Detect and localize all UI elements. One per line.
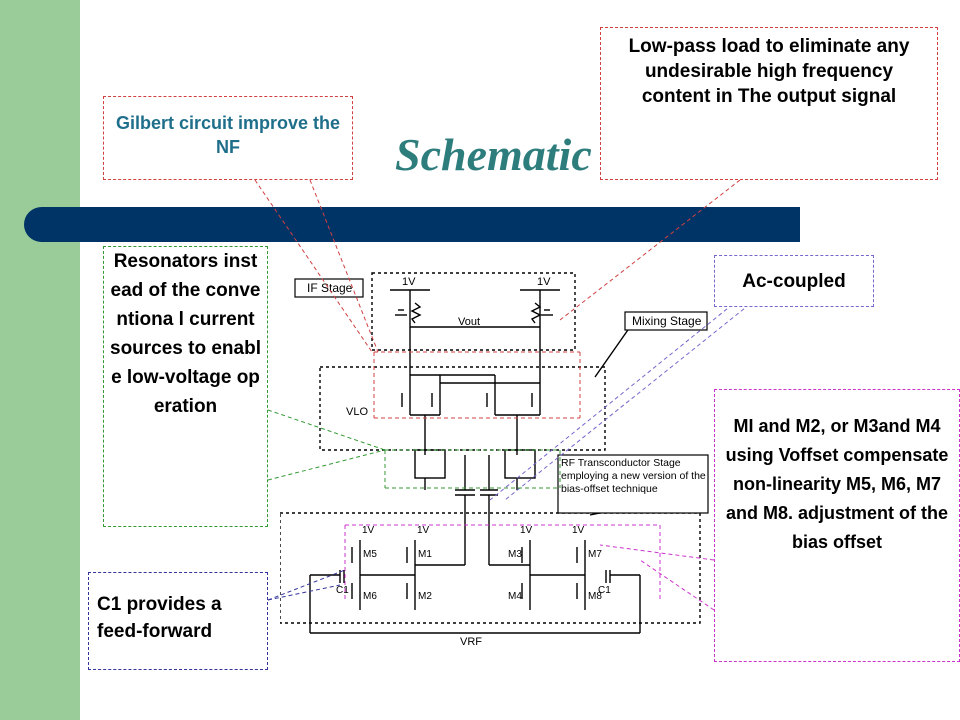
supply-label-right: 1V — [537, 276, 551, 288]
transistor-m7: M7 — [588, 549, 602, 560]
note-gilbert: Gilbert circuit improve the NF — [103, 96, 353, 180]
transistor-m5: M5 — [363, 549, 377, 560]
if-stage-box — [371, 272, 576, 351]
note-lowpass-text: Low-pass load to eliminate any undesirab… — [628, 36, 910, 107]
note-lowpass: Low-pass load to eliminate any undesirab… — [600, 27, 938, 180]
cap-c1-left: C1 — [336, 585, 349, 596]
note-c1: C1 provides a feed-forward — [88, 572, 268, 670]
note-ac-coupled-text: Ac-coupled — [742, 271, 846, 292]
vout-label: Vout — [458, 316, 480, 328]
note-gilbert-text: Gilbert circuit improve the NF — [115, 113, 341, 157]
note-ac-coupled: Ac-coupled — [714, 255, 874, 307]
slide-title: Schematic — [395, 129, 592, 180]
mixing-stage-label: Mixing Stage — [632, 314, 702, 328]
rf-supply-3: 1V — [520, 525, 533, 536]
transistor-m6: M6 — [363, 591, 377, 602]
rf-stage-box — [280, 512, 701, 624]
rf-supply-2: 1V — [417, 525, 430, 536]
slide-sidebar — [0, 0, 80, 720]
vrf-label: VRF — [460, 636, 482, 645]
note-transistors-text: MI and M2, or M3and M4 using Voffset com… — [725, 416, 949, 552]
if-stage-label: IF Stage — [307, 281, 353, 295]
note-c1-text: C1 provides a feed-forward — [97, 594, 222, 642]
title-bar — [60, 207, 800, 242]
circuit-schematic: IF Stage Mixing Stage RF Transconductor … — [280, 272, 709, 645]
transistor-m3: M3 — [508, 549, 522, 560]
rf-supply-4: 1V — [572, 525, 585, 536]
rf-stage-label: RF Transconductor Stage employing a new … — [561, 457, 706, 495]
transistor-m8: M8 — [588, 591, 602, 602]
transistor-m4: M4 — [508, 591, 522, 602]
note-resonators: Resonators instead of the conventiona l … — [103, 246, 268, 527]
note-transistors: MI and M2, or M3and M4 using Voffset com… — [714, 389, 960, 662]
note-resonators-text: Resonators instead of the conventiona l … — [110, 251, 261, 417]
cap-c1-right: C1 — [598, 585, 611, 596]
transistor-m2: M2 — [418, 591, 432, 602]
transistor-m1: M1 — [418, 549, 432, 560]
rf-supply-1: 1V — [362, 525, 375, 536]
supply-label-left: 1V — [402, 276, 416, 288]
vlo-label: VLO — [346, 406, 368, 418]
